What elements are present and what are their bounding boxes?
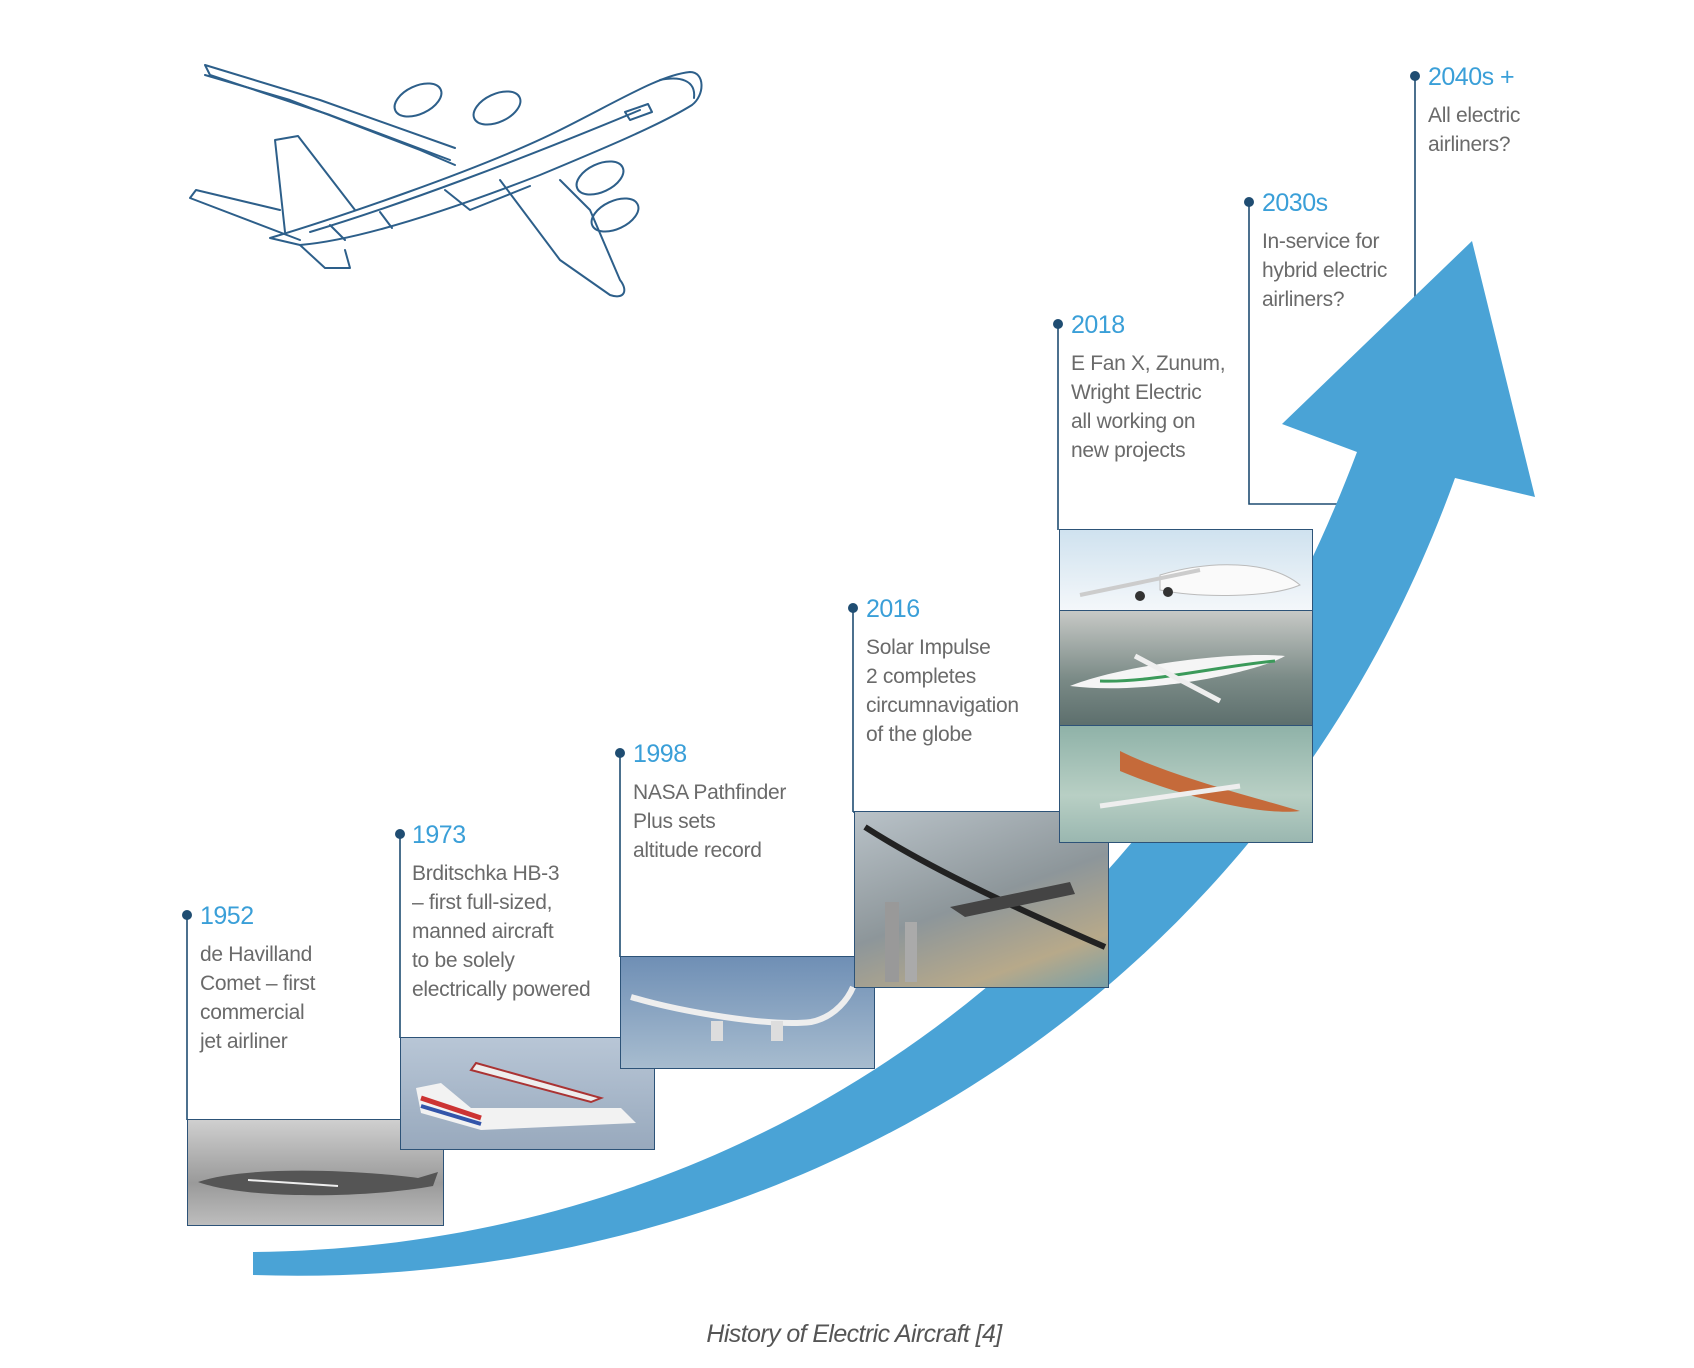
description-line: hybrid electric bbox=[1262, 259, 1388, 282]
lower-stabilizer bbox=[299, 244, 351, 269]
milestone-description: NASA Pathfinder Plus sets altitude recor… bbox=[633, 778, 786, 865]
description-line: Comet – first bbox=[200, 972, 316, 995]
milestone-year: 1952 bbox=[200, 902, 254, 930]
milestone-year: 2016 bbox=[866, 595, 920, 623]
figure-caption: History of Electric Aircraft [4] bbox=[706, 1320, 1002, 1348]
milestone-description: Brditschka HB-3 – first full-sized, mann… bbox=[412, 859, 591, 1004]
milestone-year: 1973 bbox=[412, 821, 466, 849]
milestone-description: Solar Impulse 2 completes circumnavigati… bbox=[866, 633, 1019, 749]
description-line: E Fan X, Zunum, bbox=[1071, 352, 1226, 375]
leader-line-2030s bbox=[1248, 202, 1345, 505]
description-line: all working on bbox=[1071, 410, 1196, 433]
description-line: manned aircraft bbox=[412, 920, 554, 943]
brditschka-hb3-photo bbox=[400, 1037, 655, 1150]
description-line: In-service for bbox=[1262, 230, 1380, 253]
description-line: new projects bbox=[1071, 439, 1186, 462]
cockpit-window bbox=[624, 103, 653, 121]
engine-4 bbox=[590, 197, 640, 233]
tail-fin bbox=[274, 135, 356, 233]
milestone-year: 2030s bbox=[1262, 189, 1328, 217]
nose-outline bbox=[659, 77, 696, 99]
description-line: 2 completes bbox=[866, 665, 976, 688]
milestone-year: 2018 bbox=[1071, 311, 1125, 339]
engine-2 bbox=[472, 90, 522, 126]
description-line: Brditschka HB-3 bbox=[412, 862, 560, 885]
tail-stabilizer bbox=[189, 189, 301, 241]
engine-3 bbox=[575, 160, 625, 196]
description-line: NASA Pathfinder bbox=[633, 781, 787, 804]
fuselage-outline bbox=[269, 71, 703, 246]
description-line: Solar Impulse bbox=[866, 636, 991, 659]
milestone-dot bbox=[1410, 71, 1420, 81]
nasa-pathfinder-photo bbox=[620, 956, 875, 1069]
wright-electric-photo bbox=[1059, 725, 1313, 843]
milestone-dot bbox=[1244, 197, 1254, 207]
description-line: airliners? bbox=[1428, 133, 1511, 156]
milestone-description: All electric airliners? bbox=[1428, 101, 1520, 159]
milestone-year: 2040s + bbox=[1428, 63, 1515, 91]
description-line: de Havilland bbox=[200, 943, 312, 966]
milestone-dot bbox=[1053, 319, 1063, 329]
description-line: airliners? bbox=[1262, 288, 1345, 311]
description-line: altitude record bbox=[633, 839, 762, 862]
description-line: commercial bbox=[200, 1001, 305, 1024]
description-line: jet airliner bbox=[200, 1030, 288, 1053]
milestone-description: E Fan X, Zunum, Wright Electric all work… bbox=[1071, 349, 1226, 465]
description-line: electrically powered bbox=[412, 978, 591, 1001]
milestone-year: 1998 bbox=[633, 740, 687, 768]
milestone-description: de Havilland Comet – first commercial je… bbox=[200, 940, 315, 1056]
fuselage-detail bbox=[309, 109, 641, 241]
engine-1 bbox=[393, 82, 443, 118]
milestone-dot bbox=[848, 603, 858, 613]
milestone-description: In-service for hybrid electric airliners… bbox=[1262, 227, 1387, 314]
zunum-photo bbox=[1059, 610, 1313, 726]
left-wing-back bbox=[204, 74, 456, 166]
milestone-dot bbox=[615, 748, 625, 758]
e-fan-x-photo bbox=[1059, 529, 1313, 611]
milestone-dot bbox=[182, 910, 192, 920]
right-wing-outline bbox=[499, 179, 626, 298]
description-line: circumnavigation bbox=[866, 694, 1019, 717]
description-line: Plus sets bbox=[633, 810, 716, 833]
description-line: to be solely bbox=[412, 949, 515, 972]
description-line: – first full-sized, bbox=[412, 891, 553, 914]
de-havilland-comet-photo bbox=[187, 1119, 444, 1226]
left-wing-outline bbox=[204, 64, 456, 161]
description-line: Wright Electric bbox=[1071, 381, 1202, 404]
description-line: of the globe bbox=[866, 723, 973, 746]
description-line: All electric bbox=[1428, 104, 1521, 127]
milestone-dot bbox=[395, 829, 405, 839]
